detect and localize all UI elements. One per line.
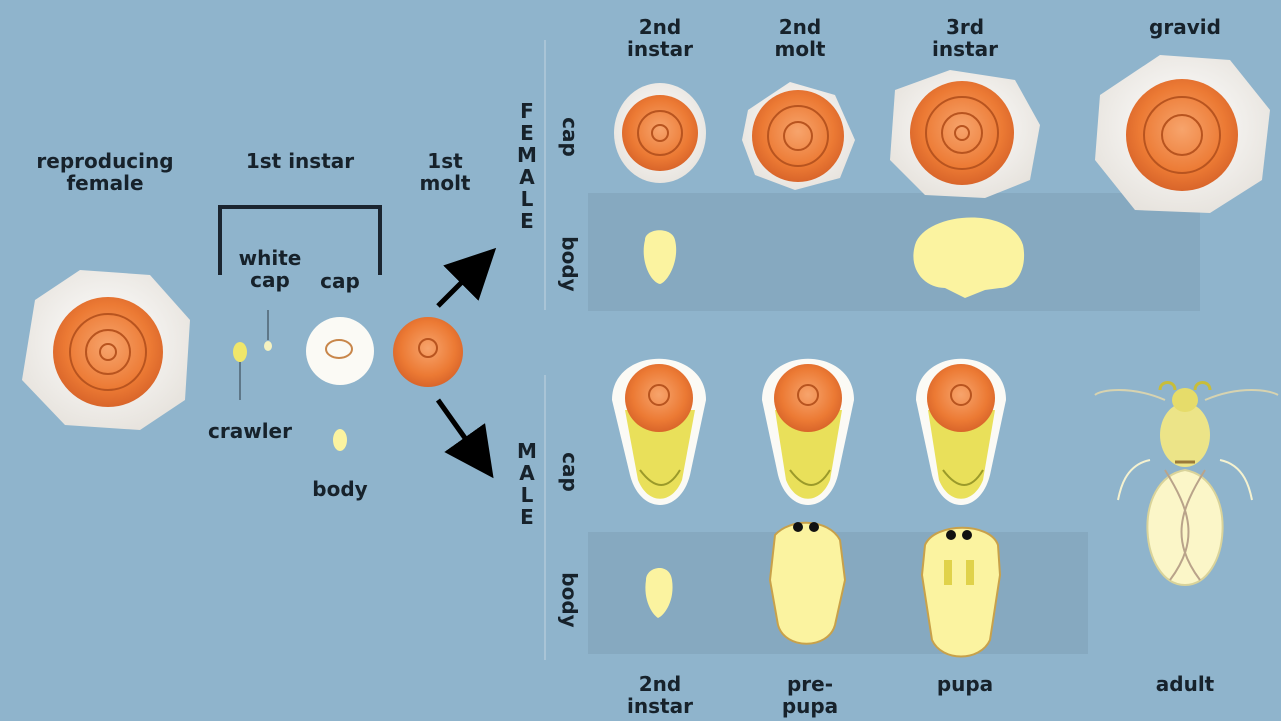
label-female-body-row: body [558,236,582,291]
arrow-to-male [438,400,482,462]
label-prepupa: pre- pupa [760,673,860,717]
label-reproducing-female: reproducing female [15,150,195,194]
arrow-to-female [438,262,482,306]
female-body-panel [588,193,1200,311]
male-prepupa-body [770,522,845,644]
label-first-instar: 1st instar [220,150,380,172]
label-second-instar-bottom: 2nd instar [610,673,710,717]
label-male: MALE [515,440,539,528]
male-2nd-instar-cap [612,359,706,505]
label-gravid: gravid [1130,16,1240,38]
label-male-body-row: body [558,572,582,627]
female-2nd-molt-cap [742,82,855,190]
label-female-cap-row: cap [558,117,582,157]
reproducing-female-scale [22,270,190,430]
label-body: body [295,478,385,500]
label-pupa: pupa [915,673,1015,695]
crawler-figure [233,342,247,400]
male-prepupa-cap [762,359,854,505]
adult-male-insect [1095,383,1278,586]
label-cap: cap [305,270,375,292]
male-pupa-body [922,528,1000,657]
label-second-molt: 2nd molt [750,16,850,60]
female-2nd-instar-cap [614,83,706,183]
first-molt-scale [393,317,463,387]
label-adult: adult [1135,673,1235,695]
female-3rd-instar-cap [890,70,1040,198]
label-crawler: crawler [190,420,310,442]
label-female: FEMALE [515,100,539,232]
label-second-instar-top: 2nd instar [610,16,710,60]
label-third-instar: 3rd instar [915,16,1015,60]
gravid-female-cap [1095,55,1270,213]
label-male-cap-row: cap [558,452,582,492]
label-first-molt: 1st molt [400,150,490,194]
white-cap-figure [264,310,272,351]
first-instar-body [333,429,347,451]
first-instar-cap [306,317,374,385]
male-pupa-cap [916,359,1006,505]
